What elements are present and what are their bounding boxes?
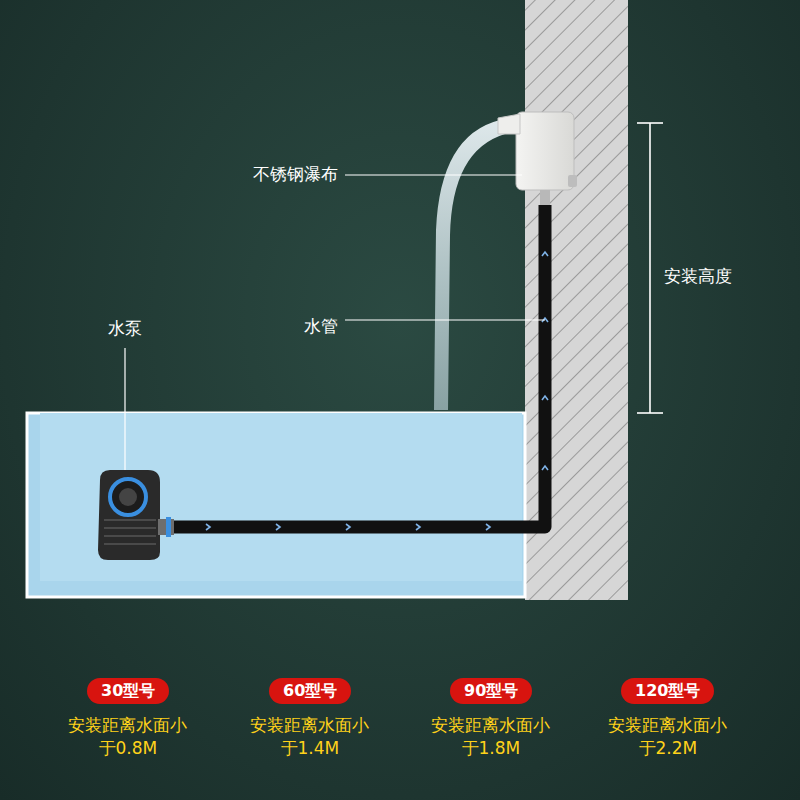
waterfall-spout <box>498 114 520 134</box>
waterfall-knob <box>568 175 577 187</box>
dimension-label: 安装高度 <box>664 266 732 286</box>
install-note: 安装距离水面小于0.8M <box>65 714 191 760</box>
model-badge: 90型号 <box>450 678 532 704</box>
model-badge: 120型号 <box>621 678 714 704</box>
tank <box>27 413 525 597</box>
flow-arrows <box>206 252 548 530</box>
water-pump <box>98 470 174 560</box>
height-bracket <box>637 123 663 413</box>
model-name: 30型号 <box>101 681 155 702</box>
model-badge: 60型号 <box>269 678 351 704</box>
water-stream <box>434 120 505 410</box>
leader-lines <box>125 175 545 470</box>
model-name: 60型号 <box>283 681 337 702</box>
part-label: 水管 <box>304 316 338 336</box>
install-note: 安装距离水面小于2.2M <box>605 714 731 760</box>
model-name: 90型号 <box>464 681 518 702</box>
waterfall-body <box>516 112 574 190</box>
part-label: 水泵 <box>108 318 142 338</box>
model-name: 120型号 <box>635 681 700 702</box>
water-pipe <box>172 205 545 527</box>
model-badge: 30型号 <box>87 678 169 704</box>
part-label: 不锈钢瀑布 <box>253 164 338 184</box>
water <box>40 413 522 581</box>
pipe-fitting <box>540 190 550 205</box>
install-note: 安装距离水面小于1.4M <box>247 714 373 760</box>
install-note: 安装距离水面小于1.8M <box>428 714 554 760</box>
